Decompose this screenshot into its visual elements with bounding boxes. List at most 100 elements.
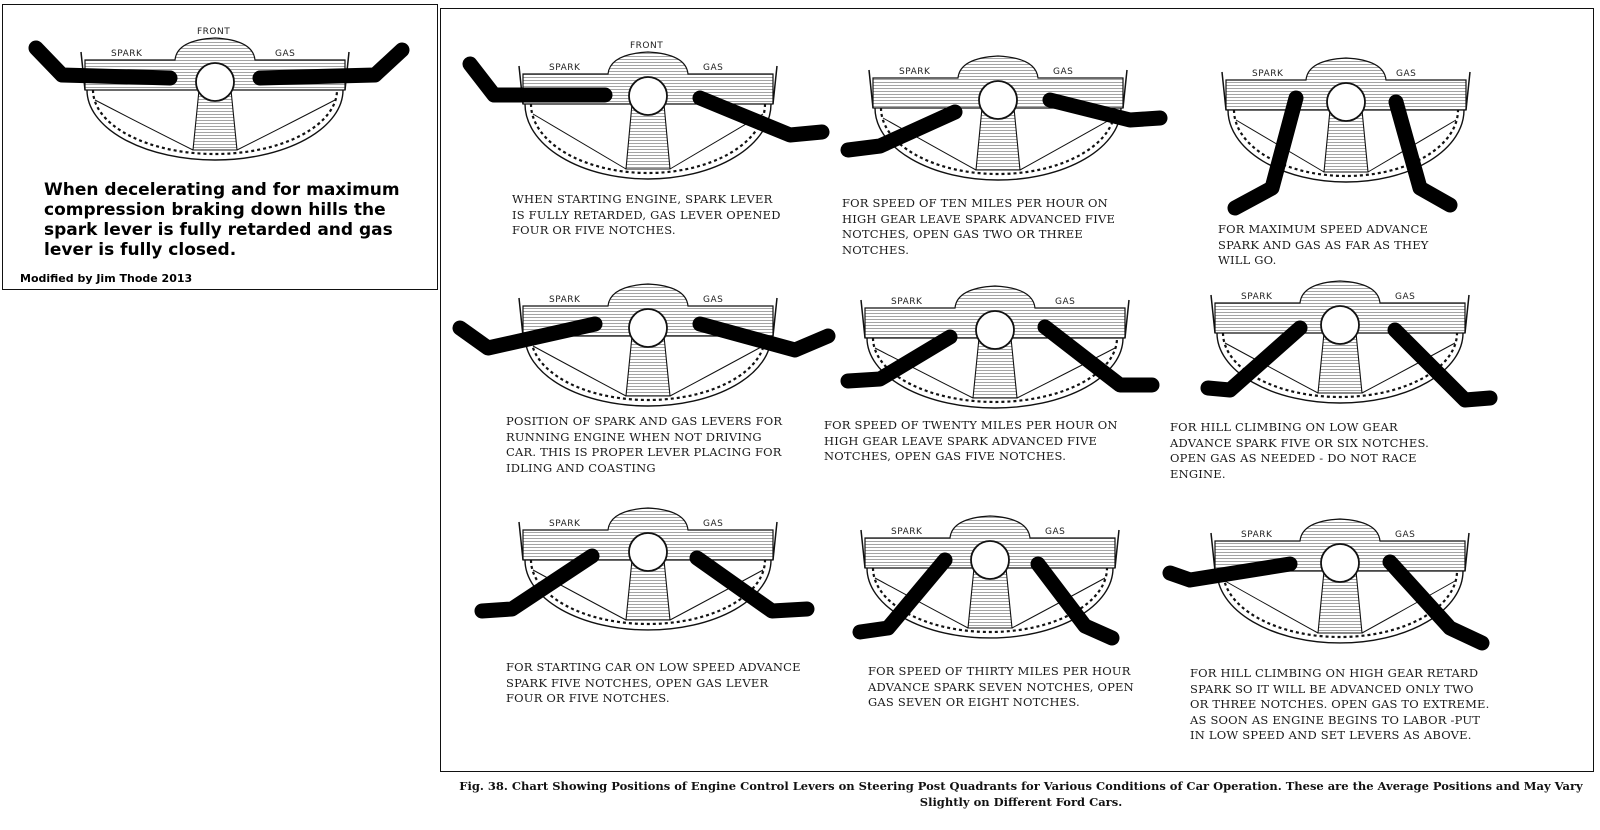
spark-label: SPARK — [1241, 530, 1273, 540]
gas-label: GAS — [1395, 530, 1415, 540]
spark-label: SPARK — [891, 297, 923, 307]
right-post — [1464, 532, 1470, 572]
gas-label: GAS — [1396, 69, 1416, 79]
gas-label: GAS — [703, 295, 723, 305]
caption-hill-high-gear: FOR HILL CLIMBING ON HIGH GEAR RETARD SP… — [1190, 666, 1490, 742]
spark-label: SPARK — [549, 63, 581, 73]
right-web — [1016, 347, 1116, 399]
caption-hill-low-gear: FOR HILL CLIMBING ON LOW GEAR ADVANCE SP… — [1170, 420, 1430, 481]
right-post — [1124, 299, 1130, 339]
quadrant-hill-low-gear: SPARK GAS — [1190, 280, 1500, 415]
spark-lever — [1200, 320, 1308, 398]
left-web — [532, 345, 627, 397]
left-post — [518, 297, 524, 337]
gas-lever — [1387, 322, 1498, 408]
steering-hub — [628, 308, 668, 348]
steering-hub — [970, 540, 1010, 580]
right-web — [1361, 342, 1456, 394]
caption-starting-engine: WHEN STARTING ENGINE, SPARK LEVER IS FUL… — [512, 192, 781, 237]
figure-caption: Fig. 38. Chart Showing Positions of Engi… — [459, 779, 1583, 809]
caption-thirty-mph: FOR SPEED OF THIRTY MILES PER HOUR ADVAN… — [868, 664, 1134, 709]
right-web — [1011, 577, 1106, 629]
spark-lever — [28, 40, 178, 86]
notched-arc-teeth — [1221, 570, 1459, 639]
spark-lever — [1227, 90, 1304, 216]
gas-lever — [1382, 554, 1490, 651]
gas-lever — [1042, 92, 1168, 128]
left-post — [518, 521, 524, 561]
left-web — [1224, 580, 1319, 634]
left-post — [1221, 71, 1227, 111]
quadrant-max-speed: SPARK GAS — [1210, 57, 1480, 216]
spark-lever — [840, 104, 963, 158]
right-post — [772, 65, 778, 105]
gas-lever — [692, 90, 830, 143]
quadrant-hill-high-gear: SPARK GAS — [1160, 518, 1490, 653]
spark-label: SPARK — [1241, 292, 1273, 302]
spark-lever — [1162, 556, 1298, 588]
quadrant-twenty-mph: SPARK GAS — [840, 285, 1160, 415]
notched-arc-outer — [1216, 570, 1464, 644]
spark-label: SPARK — [549, 519, 581, 529]
steering-hub — [1320, 305, 1360, 345]
gas-label: GAS — [1045, 527, 1065, 537]
notched-arc-outer — [524, 103, 772, 180]
notched-arc-outer — [524, 335, 772, 407]
spark-lever — [474, 548, 600, 619]
right-web — [1019, 117, 1114, 171]
steering-hub — [1326, 82, 1366, 122]
gas-label: GAS — [703, 519, 723, 529]
notched-arc-teeth — [529, 335, 767, 402]
left-post — [1210, 294, 1216, 334]
steering-hub — [628, 76, 668, 116]
spark-label: SPARK — [1252, 69, 1284, 79]
left-web — [882, 117, 977, 171]
steering-hub — [978, 80, 1018, 120]
right-post — [1122, 69, 1128, 109]
gas-lever — [689, 550, 815, 619]
main-frame — [440, 8, 1594, 772]
gas-lever — [252, 42, 410, 86]
spark-label: SPARK — [549, 295, 581, 305]
inset-caption: When decelerating and for maximum compre… — [44, 180, 400, 260]
spark-label: SPARK — [899, 67, 931, 77]
gas-label: GAS — [1055, 297, 1075, 307]
right-web — [1361, 580, 1456, 634]
right-web — [669, 569, 764, 621]
notched-arc-outer — [866, 567, 1114, 639]
gas-lever — [1030, 556, 1120, 646]
right-post — [772, 521, 778, 561]
quadrant-thirty-mph: SPARK GAS — [850, 515, 1140, 651]
spark-lever — [852, 552, 953, 640]
left-web — [94, 99, 194, 151]
spark-lever — [840, 329, 958, 389]
right-post — [1114, 529, 1120, 569]
left-web — [532, 113, 627, 170]
caption-twenty-mph: FOR SPEED OF TWENTY MILES PER HOUR ON HI… — [824, 418, 1118, 463]
notched-arc-outer — [86, 89, 344, 161]
notched-arc-teeth — [1221, 332, 1459, 399]
left-post — [860, 299, 866, 339]
notched-arc-teeth — [871, 567, 1109, 634]
caption-max-speed: FOR MAXIMUM SPEED ADVANCE SPARK AND GAS … — [1218, 222, 1429, 267]
steering-hub — [975, 310, 1015, 350]
caption-ten-mph: FOR SPEED OF TEN MILES PER HOUR ON HIGH … — [842, 196, 1116, 257]
gas-lever — [1388, 94, 1458, 213]
spark-lever — [462, 56, 613, 103]
gas-lever — [692, 316, 836, 358]
gas-label: GAS — [1395, 292, 1415, 302]
spark-lever — [452, 316, 603, 356]
front-label: FRONT — [197, 27, 230, 37]
left-web — [532, 569, 627, 621]
caption-idling: POSITION OF SPARK AND GAS LEVERS FOR RUN… — [506, 414, 783, 475]
notched-arc-teeth — [879, 107, 1117, 176]
gas-label: GAS — [703, 63, 723, 73]
steering-hub — [195, 62, 235, 102]
spark-label: SPARK — [891, 527, 923, 537]
gas-label: GAS — [275, 49, 295, 59]
caption-starting-low-speed: FOR STARTING CAR ON LOW SPEED ADVANCE SP… — [506, 660, 801, 705]
right-web — [236, 99, 336, 151]
steering-hub — [628, 532, 668, 572]
